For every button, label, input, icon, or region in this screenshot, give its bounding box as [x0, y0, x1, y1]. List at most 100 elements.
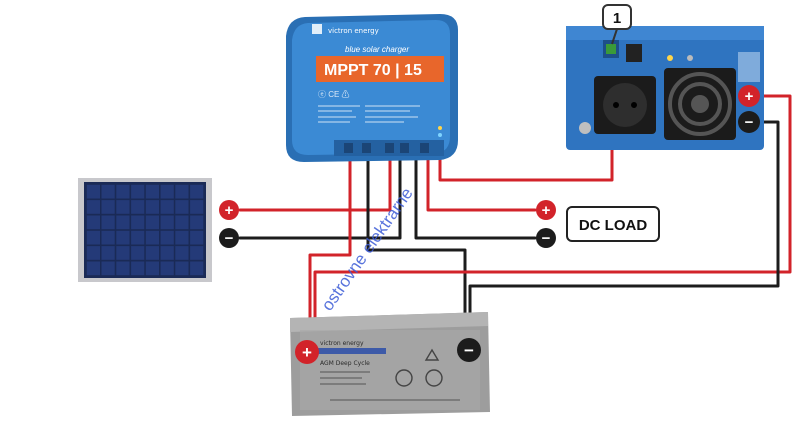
solar-cell	[160, 230, 174, 245]
solar-cell	[190, 215, 204, 230]
inverter: 1 + −	[566, 4, 764, 150]
controller-model-band	[316, 56, 444, 82]
solar-cell	[160, 215, 174, 230]
solar-cell	[131, 230, 145, 245]
controller-brand: victron energy	[328, 27, 379, 35]
solar-cell	[86, 200, 100, 214]
solar-cell	[190, 246, 204, 260]
solar-cell	[145, 230, 159, 245]
battery-warning-icons	[395, 348, 443, 387]
solar-cell	[86, 246, 100, 260]
solar-cell	[175, 230, 189, 245]
solar-cell	[131, 184, 145, 199]
solar-cell	[175, 261, 189, 276]
solar-cell	[86, 184, 100, 199]
solar-cell	[116, 246, 130, 260]
solar-cell	[86, 230, 100, 245]
victron-logo-icon	[312, 24, 322, 34]
pv-positive-icon	[219, 200, 239, 220]
power-switch	[626, 44, 642, 62]
pv-negative-icon	[219, 228, 239, 248]
wire-pv-negative	[238, 148, 402, 240]
wire-pv-positive	[238, 148, 392, 212]
battery-brand: victron energy	[320, 340, 364, 347]
solar-cell	[175, 246, 189, 260]
terminal-plus-symbol: +	[302, 343, 312, 362]
wire-battery-positive	[308, 148, 352, 332]
terminal-minus-symbol: −	[745, 114, 754, 131]
solar-cell	[101, 261, 115, 276]
battery: victron energy AGM Deep Cycle + −	[290, 312, 490, 416]
wire-battery-negative	[366, 148, 467, 332]
terminal-minus-symbol: −	[542, 230, 551, 247]
controller-marks: ⓔ CE ⚠	[318, 90, 350, 99]
terminal-minus-symbol: −	[225, 230, 234, 247]
solar-cell	[190, 261, 204, 276]
solar-cell	[190, 230, 204, 245]
wire-inverter-negative	[468, 120, 780, 322]
solar-cell	[86, 215, 100, 230]
solar-cell	[101, 184, 115, 199]
controller-spec-lines	[318, 105, 420, 123]
ground-screw-icon	[579, 122, 591, 134]
solar-cell	[160, 246, 174, 260]
solar-cell	[145, 261, 159, 276]
solar-cell	[131, 246, 145, 260]
solar-cell	[131, 200, 145, 214]
battery-model: AGM Deep Cycle	[320, 360, 370, 367]
solar-cell	[145, 215, 159, 230]
solar-cell	[101, 200, 115, 214]
battery-label-lines	[320, 371, 460, 401]
solar-cell	[145, 246, 159, 260]
solar-panel	[78, 178, 212, 282]
solar-cell	[190, 184, 204, 199]
battery-logo-band	[318, 348, 386, 354]
solar-cell	[190, 200, 204, 214]
battery-positive-terminal-icon	[295, 340, 319, 364]
controller-terminals	[344, 143, 429, 153]
charge-controller: victron energy blue solar charger MPPT 7…	[286, 14, 458, 162]
status-led-icon	[438, 133, 442, 137]
solar-cell	[86, 261, 100, 276]
dc-load-box	[566, 206, 660, 242]
pv-terminal-markers: + −	[219, 200, 239, 248]
status-led-icon	[667, 55, 673, 61]
solar-cell	[145, 184, 159, 199]
solar-cell	[101, 230, 115, 245]
solar-cell	[101, 215, 115, 230]
solar-cell	[116, 200, 130, 214]
controller-subtitle: blue solar charger	[345, 45, 409, 54]
load-positive-icon	[536, 200, 556, 220]
terminal-minus-symbol: −	[464, 341, 474, 360]
solar-cell	[175, 215, 189, 230]
solar-cell	[116, 261, 130, 276]
solar-cell	[160, 261, 174, 276]
terminal-plus-symbol: +	[542, 202, 551, 219]
solar-cell	[101, 246, 115, 260]
solar-cell	[131, 215, 145, 230]
solar-cell	[175, 184, 189, 199]
inverter-positive-terminal-icon	[738, 85, 760, 107]
callout-number: 1	[613, 10, 621, 27]
wire-load-negative	[414, 148, 537, 240]
solar-cell	[160, 184, 174, 199]
dc-load: + − DC LOAD	[536, 200, 660, 248]
wire-load-positive	[426, 148, 537, 212]
inverter-negative-terminal-icon	[738, 111, 760, 133]
solar-cell	[116, 230, 130, 245]
wire-inverter-positive	[313, 94, 792, 322]
controller-model: MPPT 70 | 15	[324, 62, 422, 79]
solar-cell	[116, 215, 130, 230]
solar-cell	[145, 200, 159, 214]
battery-negative-terminal-icon	[457, 338, 481, 362]
terminal-plus-symbol: +	[745, 88, 754, 105]
solar-cell	[131, 261, 145, 276]
terminal-plus-symbol: +	[225, 202, 234, 219]
wires	[237, 58, 792, 332]
load-negative-icon	[536, 228, 556, 248]
dc-load-label: DC LOAD	[579, 217, 647, 234]
solar-cell	[175, 200, 189, 214]
solar-cell	[116, 184, 130, 199]
status-led-icon	[687, 55, 693, 61]
solar-cells	[86, 184, 204, 276]
